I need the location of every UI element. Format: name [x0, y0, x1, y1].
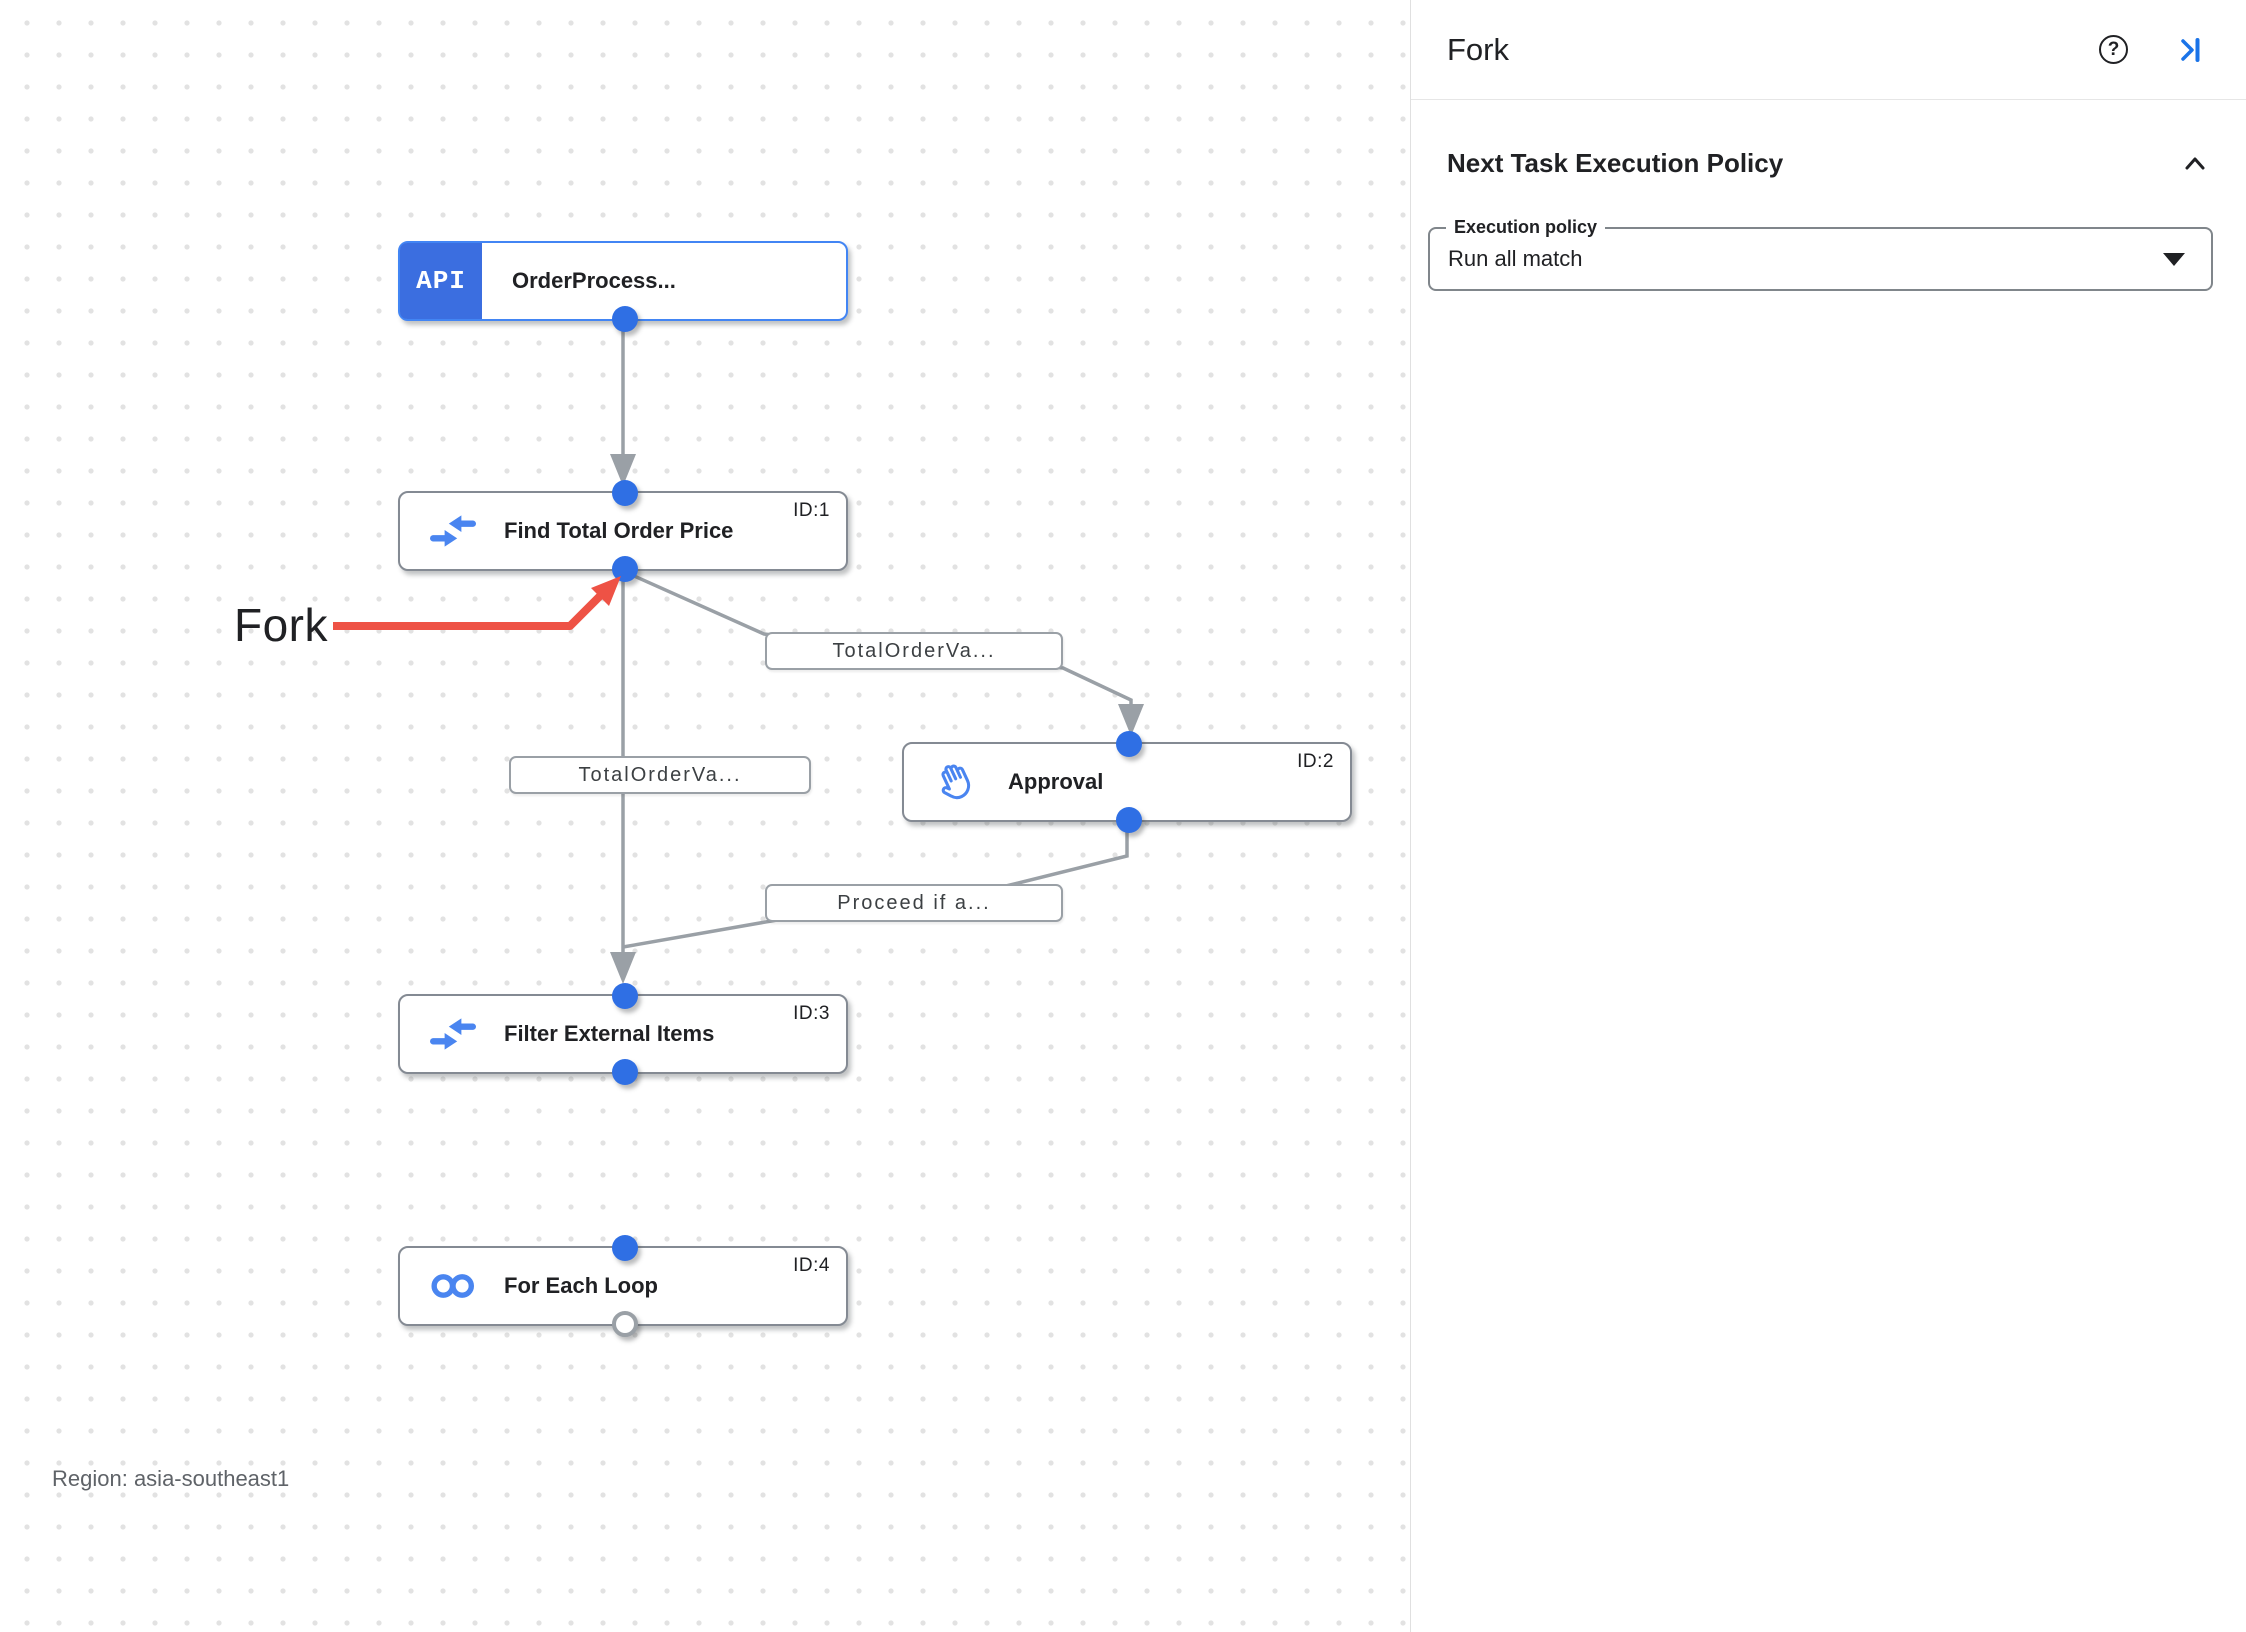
collapse-panel-icon[interactable]	[2174, 34, 2206, 66]
workflow-canvas[interactable]: API OrderProcess... Find Total Order Pri…	[0, 0, 1410, 1632]
node-for-each-loop[interactable]: For Each Loop ID:4	[398, 1235, 848, 1337]
node-filter-external-items[interactable]: Filter External Items ID:3	[398, 983, 848, 1085]
node-id-badge: ID:2	[1297, 751, 1334, 772]
input-port[interactable]	[612, 1235, 638, 1261]
node-id-badge: ID:3	[793, 1003, 830, 1024]
chevron-up-icon[interactable]	[2180, 149, 2210, 179]
node-approval[interactable]: Approval ID:2	[902, 731, 1352, 833]
data-mapping-icon	[430, 1016, 476, 1052]
input-port[interactable]	[1116, 731, 1142, 757]
task-config-panel: Fork ? Next Task Execution Policy Execut…	[1410, 0, 2246, 1632]
fork-annotation-label: Fork	[234, 599, 328, 651]
node-id-badge: ID:4	[793, 1255, 830, 1276]
api-trigger-icon: API	[400, 243, 482, 319]
node-label: Approval	[1008, 769, 1104, 794]
panel-header: Fork ?	[1411, 0, 2246, 100]
arrowhead	[610, 952, 636, 984]
execution-policy-select[interactable]: Execution policy Run all match	[1428, 217, 2213, 291]
output-port[interactable]	[1116, 807, 1142, 833]
dropdown-caret-icon	[2163, 252, 2185, 266]
node-id-badge: ID:1	[793, 500, 830, 521]
data-mapping-icon	[430, 513, 476, 549]
region-label: Region: asia-southeast1	[52, 1466, 290, 1491]
node-label: For Each Loop	[504, 1273, 658, 1298]
output-port[interactable]	[612, 306, 638, 332]
output-port[interactable]	[612, 1059, 638, 1085]
edge-condition-label[interactable]: TotalOrderVa...	[509, 756, 811, 794]
input-port[interactable]	[612, 480, 638, 506]
node-label: Find Total Order Price	[504, 518, 734, 543]
execution-policy-selected-value: Run all match	[1448, 246, 1583, 271]
panel-title: Fork	[1447, 31, 1509, 67]
approval-hand-icon	[934, 759, 980, 805]
edge-condition-label[interactable]: TotalOrderVa...	[765, 632, 1063, 670]
input-port[interactable]	[612, 983, 638, 1009]
node-find-total-order-price[interactable]: Find Total Order Price ID:1	[398, 480, 848, 582]
node-label: OrderProcess...	[512, 268, 676, 293]
node-label: Filter External Items	[504, 1021, 715, 1046]
output-port-unconnected[interactable]	[612, 1311, 638, 1337]
execution-policy-field-label: Execution policy	[1446, 217, 1606, 238]
node-order-process-trigger[interactable]: API OrderProcess...	[398, 241, 848, 332]
next-task-policy-section-header: Next Task Execution Policy	[1411, 100, 2246, 179]
help-icon[interactable]: ?	[2099, 35, 2128, 64]
section-heading: Next Task Execution Policy	[1447, 148, 1784, 178]
output-port fork-point[interactable]	[612, 556, 638, 582]
loop-icon	[430, 1272, 476, 1300]
edge-condition-label[interactable]: Proceed if a...	[765, 884, 1063, 922]
